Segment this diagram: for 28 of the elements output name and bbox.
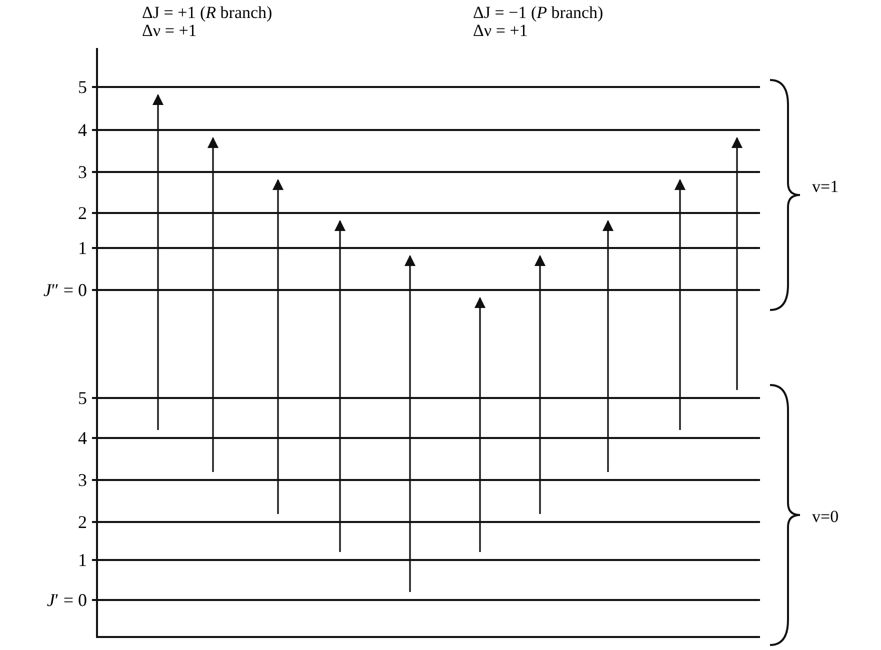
transition-arrow (404, 254, 416, 592)
level-label: J″ = 0 (42, 282, 88, 298)
level-label: J′ = 0 (46, 592, 88, 608)
transition-arrow (731, 136, 743, 390)
selection-rule: Δν = +1 (473, 22, 528, 40)
transition-arrow (674, 178, 686, 430)
level-label: 4 (77, 122, 88, 138)
transition-arrow (334, 220, 346, 552)
branch-heading: ΔJ = −1 (P branch) (473, 4, 604, 22)
level-label: 3 (77, 164, 88, 180)
band-label: v=1 (812, 178, 839, 196)
transition-arrow (152, 94, 164, 430)
level-label: 2 (77, 205, 88, 221)
selection-rule: Δν = +1 (142, 22, 197, 40)
level-label: 5 (77, 79, 88, 95)
transition-arrow (602, 220, 614, 472)
level-label: 3 (77, 472, 88, 488)
transition-arrow (534, 254, 546, 514)
transition-arrow (207, 136, 219, 472)
level-label: 1 (77, 552, 88, 568)
branch-heading: ΔJ = +1 (R branch) (142, 4, 272, 22)
transition-arrow (474, 296, 486, 552)
level-label: 5 (77, 390, 88, 406)
level-label: 4 (77, 430, 88, 446)
level-label: 1 (77, 240, 88, 256)
band-label: v=0 (812, 508, 839, 526)
level-label: 2 (77, 514, 88, 530)
transition-arrow (272, 178, 284, 514)
